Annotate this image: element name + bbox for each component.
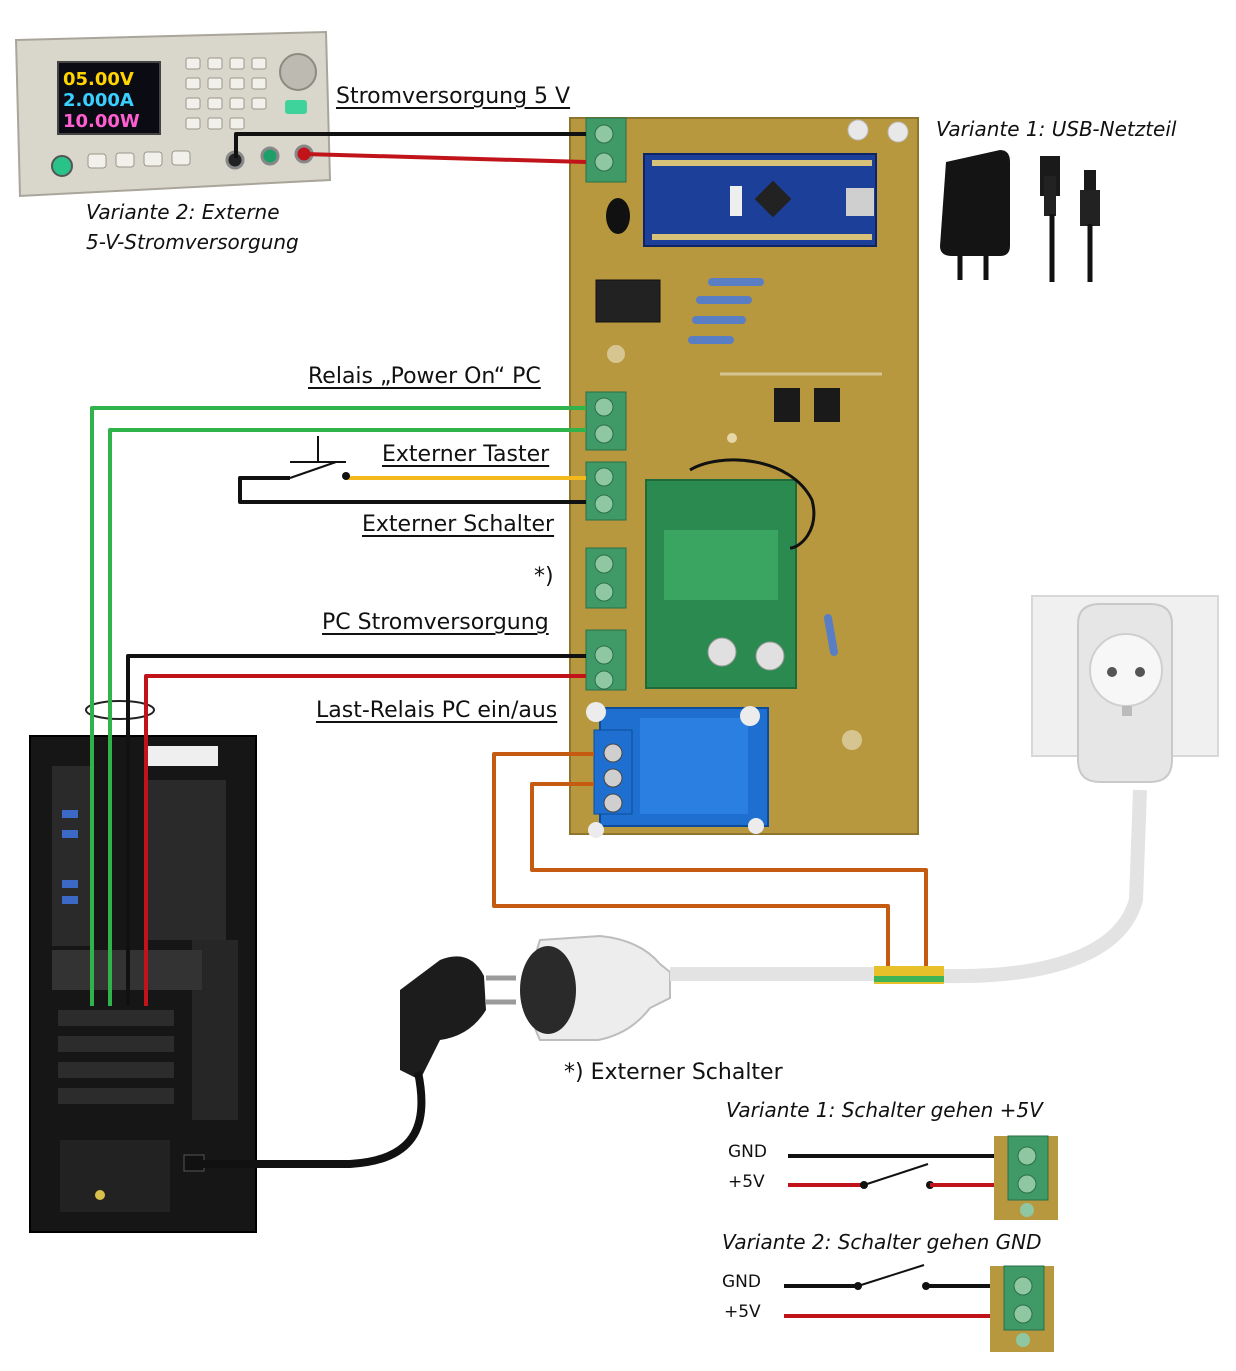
label-v2-gnd: GND [722, 1272, 761, 1292]
label-v2-switch-title: Variante 2: Schalter gehen GND [722, 1230, 1042, 1254]
terminal-block-power-on [585, 391, 627, 451]
psu-power-readout: 10.00W [63, 111, 140, 132]
label-v2-plus5v: +5V [724, 1302, 761, 1322]
label-relais-power-on: Relais „Power On“ PC [308, 364, 541, 389]
label-externer-taster: Externer Taster [382, 442, 550, 467]
label-variante2-line2: 5-V-Stromversorgung [86, 230, 299, 254]
label-v1-switch-title: Variante 1: Schalter gehen +5V [726, 1098, 1043, 1122]
schuko-plug [400, 956, 516, 1080]
terminal-block-taster [585, 461, 627, 521]
label-variante2-line1: Variante 2: Externe [86, 200, 280, 224]
label-last-relais: Last-Relais PC ein/aus [316, 698, 558, 723]
label-externer-schalter: Externer Schalter [362, 512, 555, 537]
wall-socket [1031, 595, 1219, 783]
terminal-block-schalter [585, 547, 627, 609]
pc-tower [29, 735, 257, 1233]
label-v1-plus5v: +5V [728, 1172, 765, 1192]
lab-power-supply: 05.00V 2.000A 10.00W [14, 30, 332, 198]
cable-tie [85, 700, 155, 720]
variant1-switch-diagram [788, 1135, 1058, 1220]
extension-socket [520, 934, 671, 1041]
terminal-block-pc-power [585, 629, 627, 691]
usb-charger [940, 150, 1010, 280]
label-star-marker: *) [534, 564, 554, 589]
psu-voltage-readout: 05.00V [63, 69, 134, 90]
terminal-block-power [585, 117, 627, 183]
label-variante1-usb: Variante 1: USB-Netzteil [936, 117, 1177, 141]
usb-cable-icon [1040, 156, 1100, 282]
terminal-block-load-relay [593, 729, 633, 815]
label-footnote: *) Externer Schalter [564, 1060, 783, 1085]
wires [90, 132, 1147, 1168]
label-pc-stromversorgung: PC Stromversorgung [322, 610, 549, 635]
variant2-switch-diagram [784, 1264, 1054, 1352]
pcb-board [569, 117, 919, 838]
label-stromversorgung: Stromversorgung 5 V [336, 84, 571, 109]
label-v1-gnd: GND [728, 1142, 767, 1162]
psu-current-readout: 2.000A [63, 90, 134, 111]
signal-relay [595, 279, 661, 323]
